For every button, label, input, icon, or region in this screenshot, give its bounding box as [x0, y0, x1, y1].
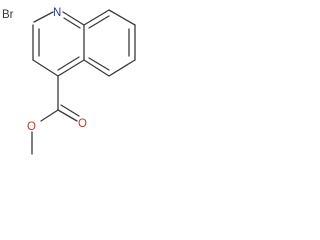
bond-c5-c4a [83, 59, 110, 77]
bond-n1-c8a [62, 11, 85, 26]
atom-label-bromine: Br [2, 9, 14, 21]
bond-c4-c3 [32, 59, 59, 77]
bond-c4a-c4-double [57, 56, 80, 71]
atom-label-carbonyl-oxygen: O [78, 118, 87, 130]
chemical-structure-diagram: Br N O O [2, 7, 136, 155]
bond-c6-c5 [108, 59, 136, 77]
atom-label-nitrogen: N [53, 7, 61, 19]
bond-ccarbonyl-o-double-1 [57, 109, 78, 122]
bond-c8a-c8 [83, 9, 110, 26]
bond-c5-c4a-double [88, 57, 110, 71]
atom-label-ester-oxygen: O [27, 121, 36, 133]
bond-c8a-c8-double [88, 15, 110, 29]
bond-n1-c8a-double [63, 17, 81, 29]
bond-c8-c7 [108, 9, 136, 26]
bond-ccarbonyl-oester [40, 109, 59, 122]
bond-c4a-c4 [57, 59, 85, 77]
bond-c2-n1 [33, 11, 54, 23]
bond-ccarbonyl-o-double-2 [60, 104, 80, 117]
